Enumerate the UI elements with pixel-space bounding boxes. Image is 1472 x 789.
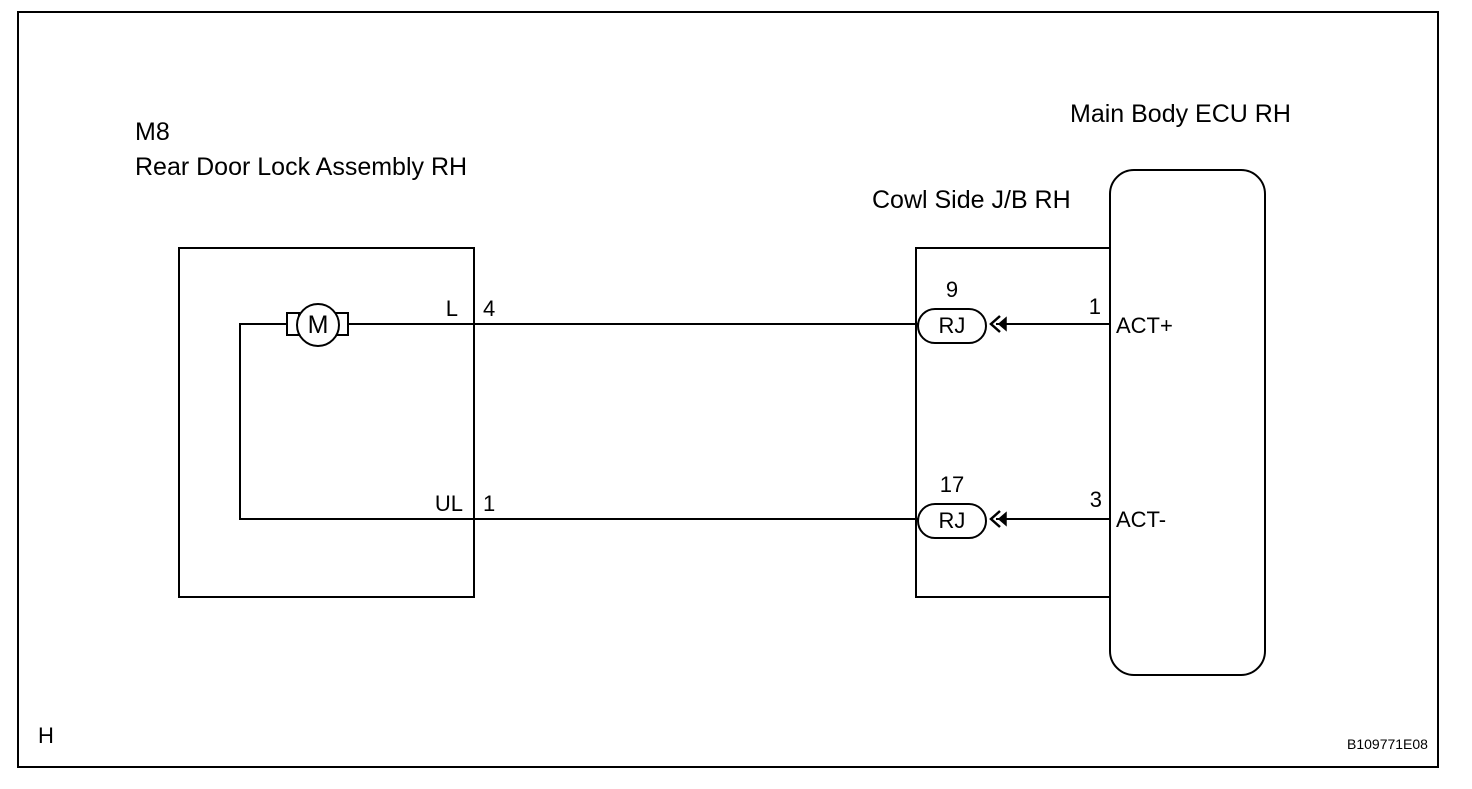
pin-ul-number: 1 xyxy=(483,491,496,516)
ecu-pin-top-signal: ACT+ xyxy=(1116,313,1173,338)
ecu-name: Main Body ECU RH xyxy=(1070,100,1291,128)
connector-chevron-top-icon xyxy=(989,315,1007,333)
rj-connector-bottom xyxy=(917,503,987,539)
outer-frame xyxy=(17,11,1439,768)
figure-code: B109771E08 xyxy=(1347,736,1428,752)
ecu-box xyxy=(1109,169,1266,676)
ecu-pin-bottom-signal: ACT- xyxy=(1116,507,1167,532)
junction-block-name: Cowl Side J/B RH xyxy=(872,186,1071,214)
rj-connector-top xyxy=(917,308,987,344)
ecu-pin-bottom-number: 3 xyxy=(1089,487,1102,512)
door-lock-name: Rear Door Lock Assembly RH xyxy=(135,153,468,181)
ecu-pin-top-number: 1 xyxy=(1088,294,1101,319)
jb-pin-top-number: 9 xyxy=(945,277,959,302)
figure-corner-letter: H xyxy=(38,723,54,748)
pin-l-label: L xyxy=(445,296,458,321)
jb-connector-bottom-code: RJ xyxy=(938,508,966,533)
motor-icon xyxy=(286,303,349,347)
pin-l-number: 4 xyxy=(483,296,496,321)
connector-chevron-bottom-icon xyxy=(989,510,1007,528)
motor-symbol-label: M xyxy=(307,311,329,339)
jb-connector-top-code: RJ xyxy=(938,313,966,338)
jb-pin-bottom-number: 17 xyxy=(939,472,965,497)
door-lock-code: M8 xyxy=(135,118,170,146)
motor-return-wire xyxy=(239,323,474,520)
pin-ul-label: UL xyxy=(434,491,463,516)
door-lock-box xyxy=(178,247,475,598)
